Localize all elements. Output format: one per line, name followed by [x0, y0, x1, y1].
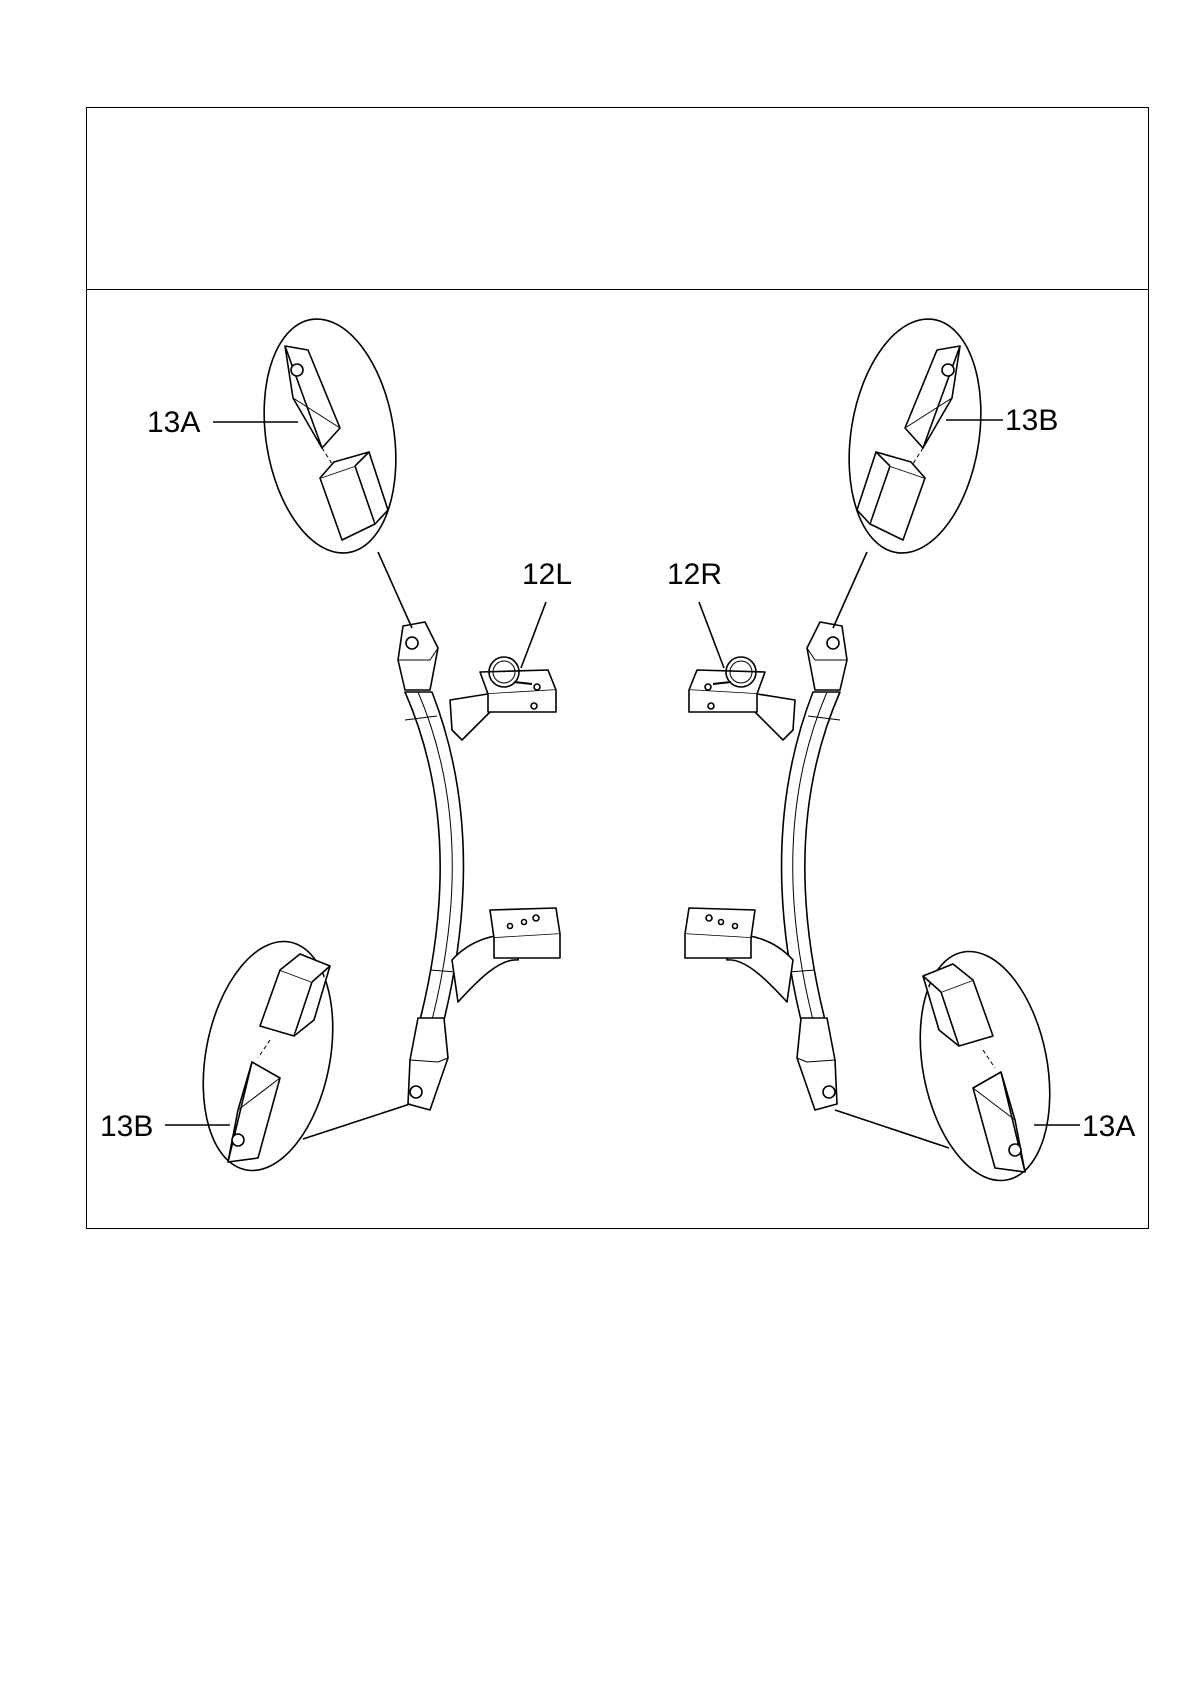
label-bracket-right: 12R — [667, 558, 722, 591]
label-bottom-right: 13A — [1082, 1110, 1135, 1143]
right-lower-plate — [685, 908, 755, 938]
right-bottom-leader — [835, 1110, 949, 1148]
right-top-leader — [833, 552, 867, 628]
label-top-left: 13A — [147, 406, 200, 439]
left-top-cap — [398, 622, 438, 690]
top-right-detail — [833, 309, 996, 562]
left-top-leader — [378, 552, 412, 628]
bottom-left-detail — [185, 930, 351, 1181]
left-bottom-leader — [303, 1104, 410, 1139]
label-bracket-left: 12L — [522, 558, 572, 591]
left-assembly — [303, 552, 560, 1139]
left-lower-plate — [490, 908, 560, 938]
bottom-right-detail — [902, 940, 1068, 1191]
top-left-detail — [248, 309, 411, 562]
right-assembly — [685, 309, 1068, 1191]
right-top-cap — [807, 622, 847, 690]
label-top-right: 13B — [1005, 404, 1058, 437]
label-bottom-left: 13B — [100, 1110, 153, 1143]
